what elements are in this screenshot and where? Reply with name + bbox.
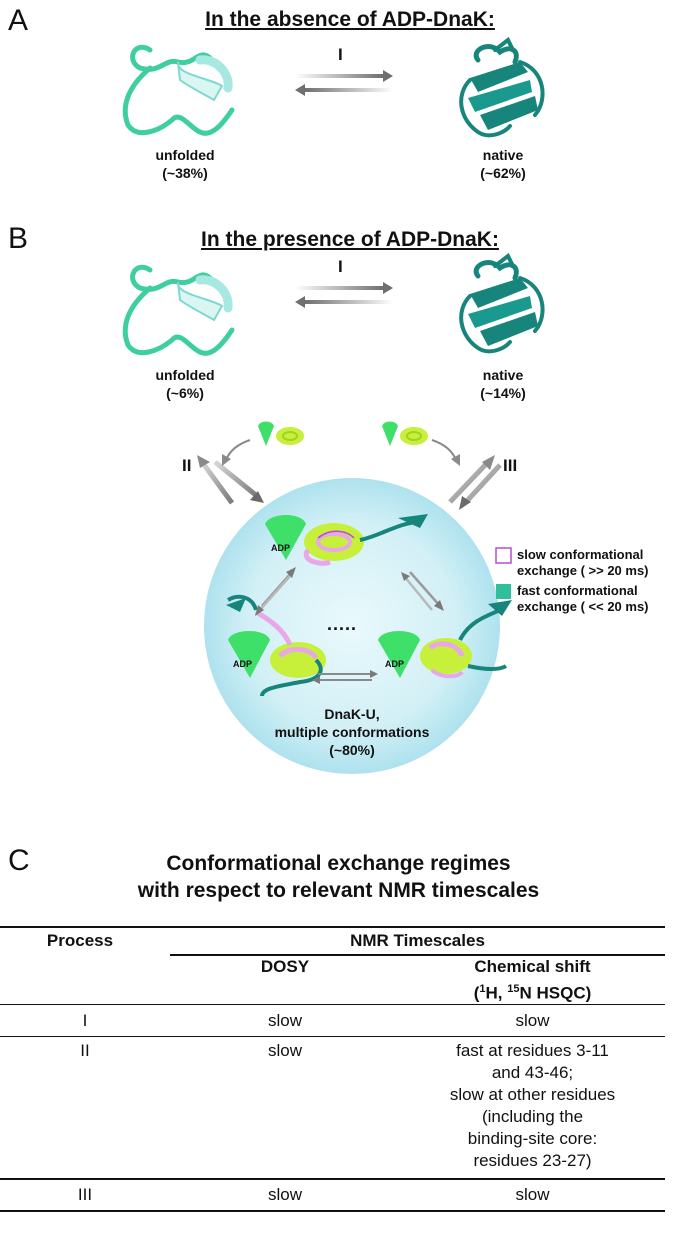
process-label-a-I: I — [338, 45, 343, 64]
native-protein-b — [459, 252, 545, 354]
adp-label-left: ADP — [233, 659, 253, 669]
equilibrium-arrows-b-I — [295, 282, 393, 308]
adp-label-top: ADP — [271, 543, 291, 553]
legend-fast-swatch — [496, 584, 511, 599]
table-rule-row2 — [0, 1178, 665, 1180]
dnak-u-complex-right — [378, 600, 512, 679]
row3-dosy: slow — [267, 1185, 302, 1204]
native-label-b: native — [482, 367, 524, 383]
process-label-b-I: I — [338, 257, 343, 276]
legend-slow-line1: slow conformational — [517, 547, 644, 562]
table-rule-bottom — [0, 1210, 665, 1212]
process-label-II: II — [182, 456, 192, 475]
row2-cs-line6: residues 23-27) — [473, 1151, 592, 1170]
panel-b-illustration — [122, 252, 545, 774]
row2-cs-line5: binding-site core: — [467, 1129, 598, 1148]
col-header-hsqc: (1H, 15N HSQC) — [473, 983, 592, 1003]
process-label-III: III — [503, 456, 518, 475]
row2-cs-line2: and 43-46; — [491, 1063, 574, 1082]
native-label-a: native — [482, 147, 524, 163]
panel-b-letter: B — [8, 222, 29, 255]
panel-a-letter: A — [8, 4, 29, 37]
panel-c-title-line1: Conformational exchange regimes — [166, 852, 511, 875]
row3-process: III — [77, 1185, 93, 1204]
panel-c-letter: C — [8, 844, 30, 877]
bubble-arrows — [255, 567, 444, 684]
row3-chemical-shift: slow — [515, 1185, 550, 1204]
complex-label-1: DnaK-U, — [324, 706, 380, 722]
panel-c-title-line2: with respect to relevant NMR timescales — [137, 879, 540, 902]
unfolded-pct-a: (~38%) — [162, 165, 208, 181]
unfolded-protein-b — [122, 264, 235, 356]
native-protein-a — [459, 36, 545, 138]
panel-b-heading: In the presence of ADP-DnaK: — [201, 228, 499, 251]
adp-label-right: ADP — [385, 659, 405, 669]
ellipsis-dots: ..... — [327, 614, 358, 634]
unfolded-pct-b: (~6%) — [166, 385, 204, 401]
legend-slow-swatch — [495, 547, 512, 564]
equilibrium-arrows-a — [295, 70, 393, 96]
col-header-nmr-timescales: NMR Timescales — [350, 931, 485, 950]
row1-dosy: slow — [267, 1011, 302, 1030]
col-header-chemical-shift: Chemical shift — [474, 957, 591, 976]
dnak-u-complex-top — [265, 514, 428, 566]
table-rule-top — [0, 926, 665, 928]
native-pct-a: (~62%) — [480, 165, 526, 181]
row2-cs-line3: slow at other residues — [449, 1085, 616, 1104]
complex-bubble — [204, 478, 500, 774]
equilibrium-arrows-III — [448, 455, 502, 510]
timescale-table: Process NMR Timescales DOSY Chemical shi… — [0, 926, 677, 1235]
legend-fast-line1: fast conformational — [517, 583, 638, 598]
unfolded-protein-a — [122, 44, 235, 136]
row1-chemical-shift: slow — [515, 1011, 550, 1030]
col-header-dosy: DOSY — [260, 957, 310, 976]
unfolded-label-b: unfolded — [155, 367, 215, 383]
panel-a-illustration — [122, 36, 545, 138]
equilibrium-arrows-II — [197, 455, 264, 505]
row1-process: I — [82, 1011, 88, 1030]
row2-cs-line4: (including the — [481, 1107, 584, 1126]
legend-fast-line2: exchange ( << 20 ms) — [517, 599, 649, 614]
dnak-icon-left — [222, 421, 304, 466]
table-rule-group — [170, 954, 665, 956]
row2-dosy: slow — [267, 1041, 302, 1060]
complex-pct: (~80%) — [329, 742, 375, 758]
legend-slow-line2: exchange ( >> 20 ms) — [517, 563, 649, 578]
dnak-icon-right — [382, 421, 460, 466]
row2-cs-line1: fast at residues 3-11 — [456, 1041, 609, 1060]
dnak-u-complex-left — [226, 594, 326, 697]
table-rule-header — [0, 1004, 665, 1005]
native-pct-b: (~14%) — [480, 385, 526, 401]
row2-process: II — [80, 1041, 90, 1060]
complex-label-2: multiple conformations — [274, 724, 430, 740]
unfolded-label-a: unfolded — [155, 147, 215, 163]
col-header-process: Process — [46, 931, 114, 950]
panel-a-heading: In the absence of ADP-DnaK: — [205, 8, 495, 31]
table-rule-row1 — [0, 1036, 665, 1037]
